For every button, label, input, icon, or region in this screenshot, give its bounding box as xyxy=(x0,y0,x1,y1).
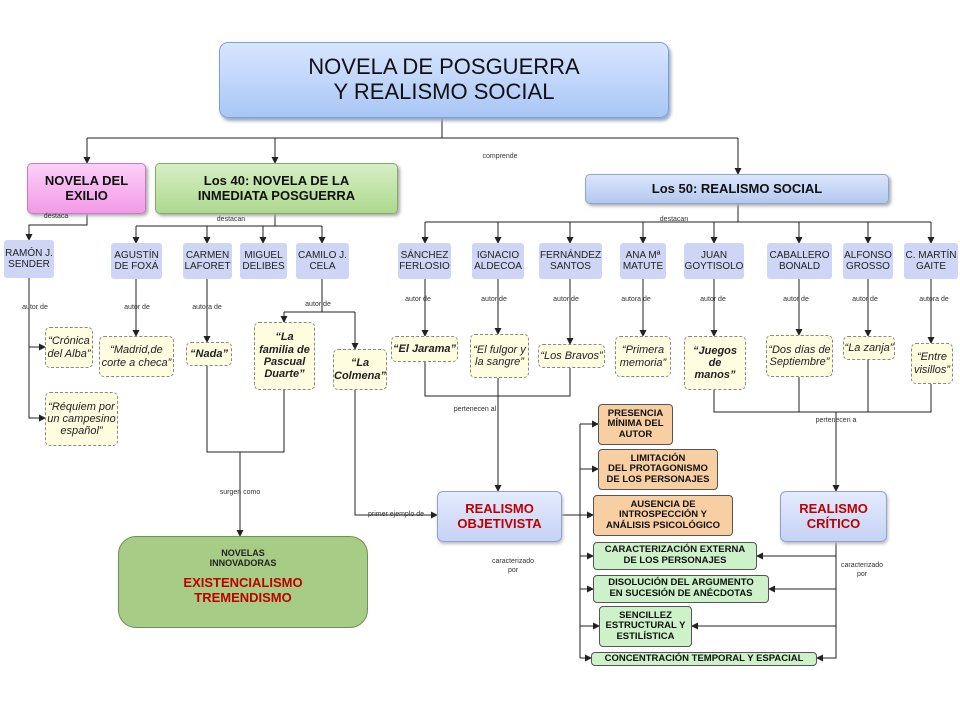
connector-22 xyxy=(28,278,46,351)
label-autora-de-martin-gaite: autora de xyxy=(919,296,949,303)
feature-disolucion-argumento: DISOLUCIÓN DEL ARGUMENTO EN SUCESIÓN DE … xyxy=(593,575,769,603)
work-dos-dias-de-septiembre: “Dos días de Septiembre” xyxy=(766,335,833,377)
label-autor-de-sender: autor de xyxy=(22,304,48,311)
author-matute: ANA Mª MATUTE xyxy=(620,243,666,279)
work-requiem-por-un-campesino: “Réquiem por un campesino español” xyxy=(45,392,118,446)
feature-presencia-minima-autor: PRESENCIA MÍNIMA DEL AUTOR xyxy=(598,404,673,445)
connector-38 xyxy=(206,366,285,453)
work-nada: “Nada” xyxy=(186,342,232,366)
work-la-zanja: “La zanja” xyxy=(843,336,895,360)
label-destaca: destaca xyxy=(43,213,69,220)
author-cela: CAMILO J. CELA xyxy=(296,243,349,279)
label-autor-de-caballero-bonald: autor de xyxy=(783,296,809,303)
realismo-critico: REALISMO CRÍTICO xyxy=(780,491,887,542)
label-destacan-40: destacan xyxy=(216,216,246,223)
label-autor-de-foxa: autor de xyxy=(124,304,150,311)
work-madrid-de-corte-a-checa: “Madrid,de corte a checa” xyxy=(99,336,174,377)
label-pertenecen-al: pertenecen al xyxy=(453,406,497,413)
author-martin-gaite: C. MARTÍN GAITE xyxy=(904,243,958,279)
label-autor-de-goytisolo: autor de xyxy=(700,296,726,303)
label-autor-de-grosso: autor de xyxy=(852,296,878,303)
author-foxa: AGUSTÍN DE FOXÁ xyxy=(111,243,162,279)
label-autor-de-fernandez-santos: autor de xyxy=(553,296,579,303)
work-juegos-de-manos: “Juegos de manos” xyxy=(684,336,746,390)
work-entre-visillos: “Entre visillos” xyxy=(911,343,953,384)
realismo-objetivista: REALISMO OBJETIVISTA xyxy=(437,491,562,542)
label-comprende: comprende xyxy=(482,153,518,160)
label-autor-de-cela: autor de xyxy=(305,301,331,308)
label-caracterizado-por-critico: caracterizado por xyxy=(840,562,884,579)
work-familia-pascual-duarte: “La familia de Pascual Duarte” xyxy=(254,322,315,390)
work-los-bravos: “Los Bravos” xyxy=(538,344,605,368)
label-autora-de-laforet: autora de xyxy=(192,304,222,311)
label-autor-de-ferlosio: autor de xyxy=(405,296,431,303)
branch-novela-exilio: NOVELA DEL EXILIO xyxy=(27,163,146,214)
work-primera-memoria: “Primera memoria” xyxy=(615,336,671,377)
feature-concentracion-temporal: CONCENTRACIÓN TEMPORAL Y ESPACIAL xyxy=(591,652,817,666)
author-fernandez-santos: FERNÁNDEZ SANTOS xyxy=(539,243,602,279)
feature-caracterizacion-externa: CARACTERIZACIÓN EXTERNA DE LOS PERSONAJE… xyxy=(593,542,757,570)
author-goytisolo: JUAN GOYTISOLO xyxy=(684,243,744,279)
author-laforet: CARMEN LAFORET xyxy=(183,243,232,279)
connector-5 xyxy=(25,214,88,241)
branch-los-50: Los 50: REALISMO SOCIAL xyxy=(585,174,889,204)
connector-23 xyxy=(28,347,46,422)
label-primer-ejemplo-de: primer ejemplo de xyxy=(367,511,425,518)
label-caracterizado-por-objetivista: caracterizado por xyxy=(491,558,535,575)
author-delibes: MIGUEL DELIBES xyxy=(240,243,287,279)
author-aldecoa: IGNACIO ALDECOA xyxy=(472,243,524,279)
work-cronica-del-alba: “Crónica del Alba” xyxy=(45,327,93,368)
label-destacan-50: destacan xyxy=(659,216,689,223)
feature-ausencia-introspeccion: AUSENCIA DE INTROSPECCIÓN Y ANÁLISIS PSI… xyxy=(593,495,733,536)
author-sender: RAMÓN J. SENDER xyxy=(4,240,54,278)
label-autor-de-aldecoa: autor de xyxy=(481,296,507,303)
connector-40 xyxy=(354,390,438,519)
connector-43 xyxy=(713,384,932,413)
label-pertenecen-a: pertenecen a xyxy=(815,417,857,424)
feature-sencillez-estructural: SENCILLEZ ESTRUCTURAL Y ESTILÍSTICA xyxy=(599,606,692,647)
author-caballero-bonald: CABALLERO BONALD xyxy=(767,243,832,279)
author-grosso: ALFONSO GROSSO xyxy=(843,243,893,279)
author-ferlosio: SÁNCHEZ FERLOSIO xyxy=(398,243,451,279)
novelas-innovadoras-box: NOVELAS INNOVADORAS EXISTENCIALISMO TREM… xyxy=(118,536,368,628)
work-la-colmena: “La Colmena” xyxy=(333,349,387,390)
label-autora-de-matute: autora de xyxy=(621,296,651,303)
connector-56 xyxy=(816,542,837,662)
feature-limitacion-protagonismo: LIMITACIÓN DEL PROTAGONISMO DE LOS PERSO… xyxy=(598,449,718,490)
branch-los-40: Los 40: NOVELA DE LA INMEDIATA POSGUERRA xyxy=(155,163,398,214)
work-el-jarama: “El Jarama” xyxy=(391,336,458,362)
main-title: NOVELA DE POSGUERRA Y REALISMO SOCIAL xyxy=(219,42,669,118)
work-el-fulgor-y-la-sangre: “El fulgor y la sangre” xyxy=(470,334,529,378)
existencialismo-tremendismo: EXISTENCIALISMO TREMENDISMO xyxy=(183,574,303,606)
label-surgen-como: surgen como xyxy=(219,489,261,496)
novelas-innovadoras-heading: NOVELAS INNOVADORAS xyxy=(209,548,277,569)
